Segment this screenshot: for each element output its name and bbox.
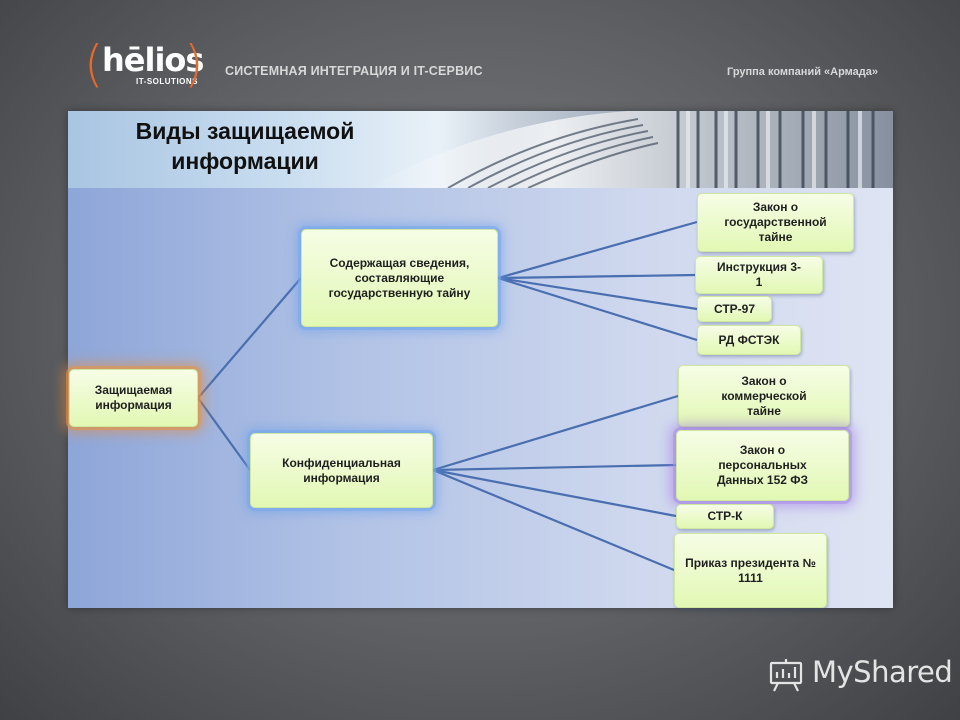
slide-title-line-2: информации: [171, 148, 319, 174]
presentation-board-icon: [769, 659, 803, 692]
paper-roll-image: [368, 111, 893, 188]
node-instruction-3-1: Инструкция 3-1: [695, 256, 823, 294]
node-state-secret-information: Содержащая сведения, составляющие госуда…: [301, 229, 498, 327]
node-protected-information: Защищаемая информация: [69, 369, 198, 427]
node-str-97: СТР-97: [697, 296, 772, 322]
logo-left-bracket: (: [84, 35, 104, 93]
node-rd-fstek: РД ФСТЭК: [697, 325, 801, 355]
node-personal-data-law: Закон о персональных Данных 152 ФЗ: [676, 430, 849, 501]
slide-title-line-1: Виды защищаемой: [135, 118, 355, 144]
company-tagline: СИСТЕМНАЯ ИНТЕГРАЦИЯ И IT-СЕРВИС: [225, 64, 483, 78]
node-str-k: СТР-К: [676, 504, 774, 529]
node-commercial-secret-law: Закон о коммерческой тайне: [678, 365, 850, 427]
title-banner: Виды защищаемой информации: [68, 111, 893, 188]
watermark-text: MyShared: [812, 655, 953, 689]
group-of-companies: Группа компаний «Армада»: [727, 66, 878, 78]
node-presidential-order-1111: Приказ президента № 1111: [674, 533, 827, 608]
logo-subtitle: IT-SOLUTIONS: [136, 77, 198, 86]
node-confidential-information: Конфиденциальная информация: [250, 433, 433, 508]
logo-right-bracket: ): [184, 35, 204, 93]
slide-title: Виды защищаемой информации: [80, 116, 410, 176]
logo-text: hēlios: [102, 41, 204, 79]
node-state-secret-law: Закон о государственной тайне: [697, 193, 854, 252]
